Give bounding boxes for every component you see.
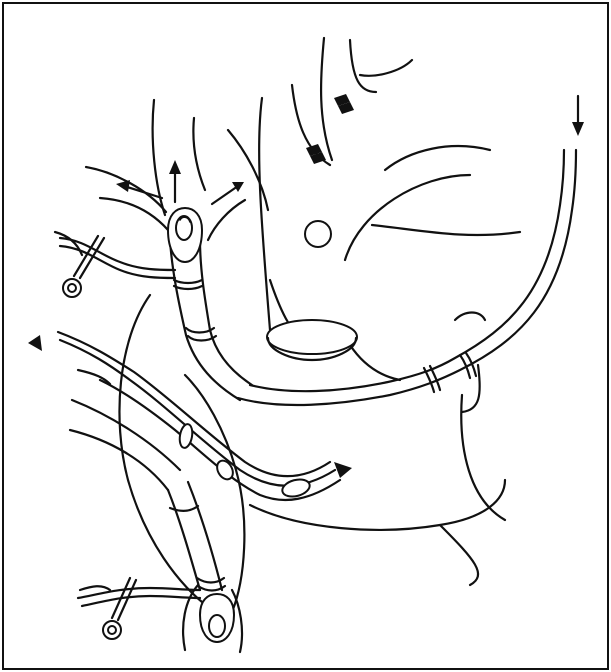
arrowhead-left-catheter (28, 335, 42, 351)
arrow-up-right-branch (212, 182, 244, 204)
vent-catheter (58, 332, 340, 500)
arrow-up-center-branch (169, 160, 181, 202)
arrowhead-catheter-tip (334, 462, 352, 478)
arterial-return-cannula (238, 150, 576, 405)
flow-arrows (28, 94, 584, 478)
upper-snare-tourniquet (55, 232, 175, 297)
vessel-ostium (305, 221, 331, 247)
inferior-cannula (168, 482, 234, 642)
double-arrow-marker-lower (306, 144, 326, 164)
heart-outline (70, 38, 520, 652)
lower-snare-tourniquet (78, 578, 200, 639)
arrow-down-top-right (572, 96, 584, 136)
double-arrow-marker-upper (334, 94, 354, 114)
aortic-opening (267, 320, 357, 354)
